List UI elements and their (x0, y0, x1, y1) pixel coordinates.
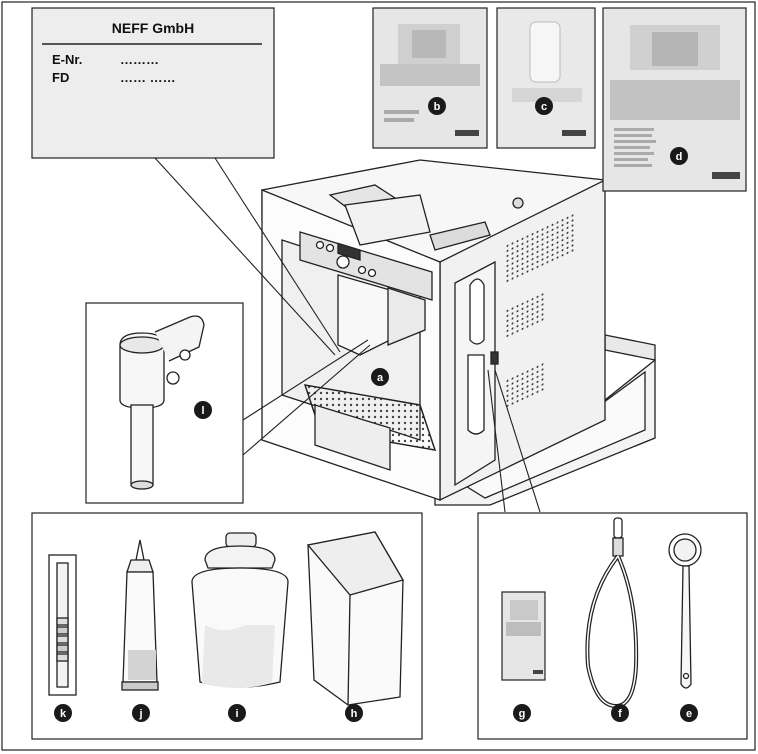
water-filter (191, 532, 289, 688)
rating-plate-enr-value: ……… (120, 52, 159, 67)
callout-g-label: g (519, 708, 526, 720)
callout-d-label: d (676, 151, 683, 163)
callout-c-label: c (541, 101, 547, 113)
milk-container (306, 531, 404, 706)
booklet-b (372, 7, 488, 149)
callout-a-label: a (377, 372, 384, 384)
rating-plate-fd-label: FD (52, 70, 70, 85)
quick-reference-booklet (501, 591, 546, 681)
vent-grille-bottom (505, 360, 545, 410)
callout-d: d (670, 147, 688, 165)
grease-tube (121, 539, 159, 691)
callout-i-label: i (235, 708, 238, 720)
callout-b-label: b (434, 101, 441, 113)
callout-b: b (428, 97, 446, 115)
rating-plate-enr-label: E-Nr. (52, 52, 83, 67)
callout-j-label: j (138, 708, 142, 720)
measuring-spoon (668, 533, 702, 689)
vent-grille-top (505, 211, 575, 285)
callout-a: a (371, 368, 389, 386)
callout-e: e (680, 704, 698, 722)
vent-grille-middle (505, 290, 545, 340)
callout-j: j (132, 704, 150, 722)
rating-plate-panel (31, 7, 275, 159)
callout-k-label: k (60, 708, 67, 720)
callout-i: i (228, 704, 246, 722)
test-strip (48, 554, 77, 696)
leader-lines (154, 157, 541, 513)
callout-e-label: e (686, 708, 692, 720)
callout-f: f (611, 704, 629, 722)
callout-h: h (345, 704, 363, 722)
callout-f-label: f (618, 708, 622, 720)
rating-plate-fd-value: …… …… (120, 70, 176, 85)
rating-plate-manufacturer: NEFF GmbH (111, 20, 195, 36)
booklet-c (496, 7, 596, 149)
milk-pipe-illustration (119, 315, 205, 490)
callout-l: l (194, 401, 212, 419)
callout-l-label: l (201, 405, 204, 417)
callout-c: c (535, 97, 553, 115)
callout-h-label: h (351, 708, 358, 720)
callout-g: g (513, 704, 531, 722)
callout-k: k (54, 704, 72, 722)
coffee-machine-illustration (261, 159, 656, 506)
